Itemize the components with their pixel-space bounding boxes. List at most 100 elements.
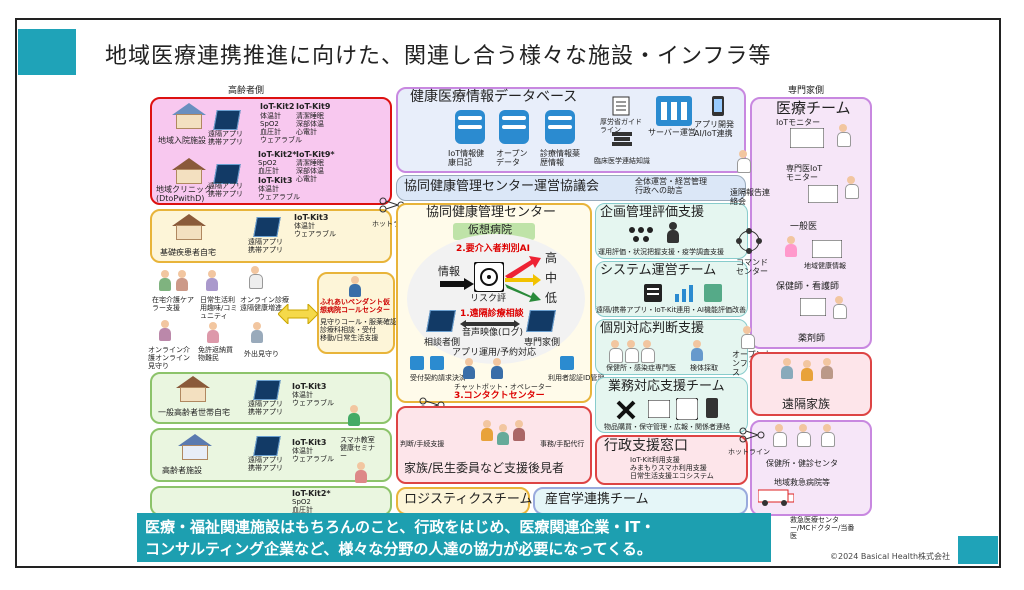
family-icon	[496, 424, 510, 446]
admin-title: 行政支援窓口	[604, 438, 688, 454]
pendant-name: ふれあいペンダント仮想病院コールセンター	[320, 298, 390, 315]
banner-line-2: コンサルティング企業など、様々な分野の人達の協力が必要になってくる。	[145, 540, 652, 558]
logistics-title: ロジスティクスチーム	[404, 492, 533, 507]
sample-label: 検体採取	[690, 364, 718, 372]
facility-icon	[178, 434, 212, 460]
contract-label: 受付契約請求決済	[410, 374, 466, 382]
db-item-clinical: 診療情報薬歴情報	[540, 149, 580, 168]
basic-home-app: 遠隔アプリ携帯アプリ	[248, 238, 283, 255]
presenter-icon	[666, 222, 680, 244]
kit9-label: IoT-Kit9	[296, 102, 331, 111]
tablet-icon	[526, 310, 556, 332]
network-icon	[629, 227, 653, 242]
meeting-icon	[676, 398, 698, 420]
smartphone-icon	[706, 398, 718, 418]
info-label: 情報	[438, 265, 460, 278]
shopping-label: 免許返納買物難民	[198, 346, 233, 363]
clinic-label: 地域クリニック(DtoPwithD)	[156, 185, 212, 204]
copyright: ©2024 Basical Health株式会社	[830, 552, 951, 561]
kit3-items: 体温計 ウェアラブル	[292, 447, 334, 464]
db-item-iot: IoT情報健康日記	[448, 149, 485, 168]
chart-icon	[675, 285, 693, 302]
doctor-icon	[796, 424, 811, 447]
daily-label: 日常生活利用趣味/コミュニティ	[200, 296, 238, 321]
kit9-items: 清潔睡眠 深部体温 心電計	[296, 112, 324, 137]
server-icon	[644, 284, 662, 302]
monitor-icon	[800, 298, 826, 316]
database-icon	[455, 110, 485, 144]
triage-arrows-icon	[505, 256, 541, 302]
remote-family-panel	[750, 352, 872, 416]
contact-center-label: 3.コンタクトセンター	[454, 391, 545, 401]
pendant-items: 見守りコール・服薬確認 診療科相談・受付 移動/日常生活支援	[320, 318, 397, 343]
command-center-label: コマンドセンター	[736, 258, 768, 277]
center-circle	[407, 234, 585, 364]
elderly-icon	[205, 270, 219, 292]
id-card-icon	[560, 356, 574, 370]
general-home-label: 一般高齢者世帯自宅	[158, 408, 230, 417]
doctor-icon	[836, 124, 851, 147]
kit3-items: 体温計 ウェアラブル	[292, 391, 334, 408]
admin-items: IoT-Kit利用支援 みまもりスマホ利用支援 日常生活支援エコシステム	[630, 456, 714, 481]
ops-title: 業務対応支援チーム	[608, 379, 725, 394]
regional-hospital-label: 地域救急病院等	[774, 478, 830, 487]
remote-report-label: 遠隔報告連絡会	[730, 188, 770, 207]
medical-team-title: 医療チーム	[776, 99, 851, 117]
remote-family-label: 遠隔家族	[782, 397, 831, 411]
books-icon	[612, 132, 632, 146]
family-icon	[820, 358, 834, 380]
family-icon	[780, 358, 794, 380]
individual-title: 個別対応判断支援	[600, 321, 705, 336]
tablet-icon	[426, 310, 456, 332]
inpatient-label: 地域入院施設	[158, 136, 206, 145]
family-panel	[396, 406, 592, 484]
command-network-icon	[736, 228, 762, 254]
family-label: 家族/民生委員など支援後見者	[404, 461, 565, 475]
care-label: 在宅介護ケアラー支援	[152, 296, 194, 313]
kit2-label: IoT-Kit2*	[258, 150, 297, 159]
system-panel	[595, 261, 748, 317]
phone-check-icon	[704, 284, 722, 302]
operator-icon	[490, 358, 504, 380]
board-icon	[648, 400, 670, 418]
individual-desc: 保健所・感染症専門医	[606, 364, 676, 372]
kit2-label: IoT-Kit2*	[292, 489, 331, 498]
ambulance-icon	[758, 489, 794, 506]
kit3-label: IoT-Kit3	[292, 382, 327, 391]
accent-block-top-left	[18, 29, 76, 75]
admin-panel	[595, 435, 748, 485]
kit2-items: 体温計 SpO2 血圧計 ウェアラブル	[260, 112, 302, 145]
industry-panel	[533, 487, 748, 515]
hotline-icon	[739, 427, 765, 443]
regional-health-label: 地域健康情報	[804, 262, 846, 270]
double-arrow-icon	[278, 304, 318, 324]
monitor-icon	[812, 240, 842, 258]
ai-brain-icon	[474, 262, 504, 292]
center-title: 協同健康管理センター	[426, 205, 557, 220]
family-icon	[512, 420, 526, 442]
kit3-items: 体温計 ウェアラブル	[258, 185, 300, 202]
app-dev-label: アプリ開発AI/IoT連携	[694, 120, 734, 139]
system-desc: 遠隔/携帯アプリ・IoT-Kit連用・AI機能評価改善	[596, 306, 746, 314]
family-right-label: 事務/手配代行	[540, 440, 585, 448]
council-note: 全体運営・経営管理 行政への助言	[635, 177, 707, 196]
elderly-icon	[158, 320, 172, 342]
family-icon	[480, 420, 494, 442]
tablet-icon	[253, 380, 281, 400]
operator-icon	[348, 276, 362, 298]
emergency-label: 救急医療センター/MCドクター/当番医	[790, 516, 855, 541]
doctor-icon	[740, 326, 755, 349]
database-title: 健康医療情報データベース	[410, 89, 578, 105]
general-home-app: 遠隔アプリ携帯アプリ	[248, 400, 283, 417]
operator-icon	[462, 358, 476, 380]
industry-title: 産官学連携チーム	[545, 492, 649, 507]
accent-block-bottom-right	[958, 536, 998, 564]
doctor-icon	[772, 424, 787, 447]
doctor-icon	[608, 340, 623, 363]
guideline-label: 厚労省ガイドライン	[600, 118, 642, 135]
pharmacist-label: 薬剤師	[798, 334, 826, 344]
specialist-side-label: 専門家側	[524, 338, 561, 348]
family-left-label: 判断/手続支援	[400, 440, 445, 448]
kit3-label: IoT-Kit3	[258, 176, 293, 185]
caregiver-icon	[158, 270, 172, 292]
